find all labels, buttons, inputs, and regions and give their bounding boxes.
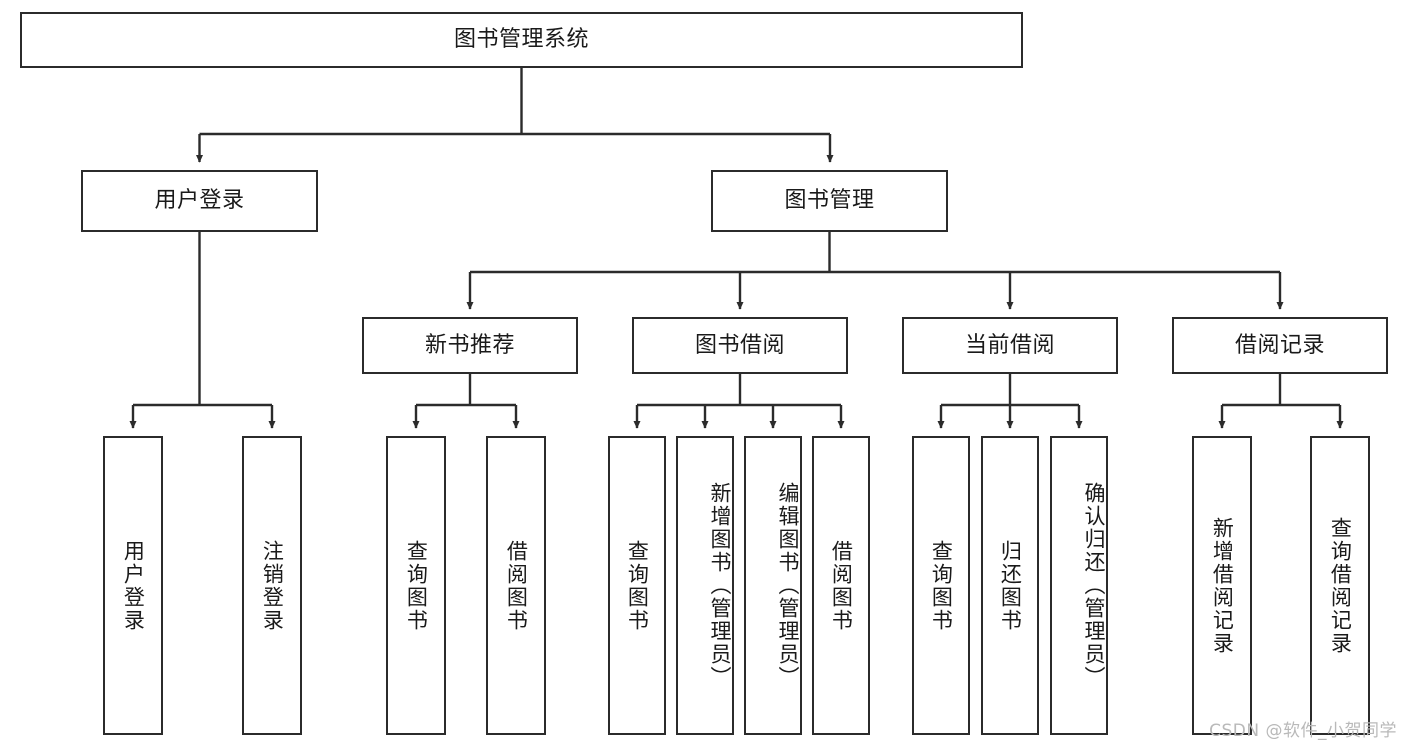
node-leaf-logout-login-label: 注销登录 [260, 539, 285, 632]
node-leaf-logout-login[interactable]: 注销登录 [242, 436, 302, 735]
node-leaf-return-book[interactable]: 归还图书 [981, 436, 1039, 735]
node-new-book-recommend[interactable]: 新书推荐 [362, 317, 578, 374]
node-borrow-record[interactable]: 借阅记录 [1172, 317, 1388, 374]
node-leaf-confirm-return-admin-label: 确认归还（管理员） [1082, 482, 1106, 689]
node-book-management[interactable]: 图书管理 [711, 170, 948, 232]
node-leaf-add-borrow-record-label: 新增借阅记录 [1210, 516, 1235, 655]
node-leaf-query-book-recommend-label: 查询图书 [404, 539, 429, 632]
node-book-management-label: 图书管理 [784, 188, 875, 214]
node-leaf-query-book-recommend[interactable]: 查询图书 [386, 436, 446, 735]
node-leaf-user-login-label: 用户登录 [121, 539, 146, 632]
node-leaf-borrow-book-recommend-label: 借阅图书 [504, 539, 529, 632]
node-root[interactable]: 图书管理系统 [20, 12, 1023, 68]
node-leaf-query-book-borrow-label: 查询图书 [625, 539, 650, 632]
node-leaf-query-book-borrow[interactable]: 查询图书 [608, 436, 666, 735]
node-root-label: 图书管理系统 [453, 27, 589, 53]
node-leaf-query-book-current-label: 查询图书 [929, 539, 954, 632]
node-user-login-label: 用户登录 [154, 188, 245, 214]
node-leaf-confirm-return-admin[interactable]: 确认归还（管理员） [1050, 436, 1108, 735]
node-leaf-query-borrow-record-label: 查询借阅记录 [1328, 516, 1353, 655]
node-leaf-query-book-current[interactable]: 查询图书 [912, 436, 970, 735]
node-book-borrow-label: 图书借阅 [694, 332, 785, 358]
node-leaf-add-book-admin[interactable]: 新增图书（管理员） [676, 436, 734, 735]
node-leaf-borrow-book-recommend[interactable]: 借阅图书 [486, 436, 546, 735]
node-leaf-borrow-book-label: 借阅图书 [829, 539, 854, 632]
node-leaf-borrow-book[interactable]: 借阅图书 [812, 436, 870, 735]
node-leaf-user-login[interactable]: 用户登录 [103, 436, 163, 735]
node-book-borrow[interactable]: 图书借阅 [632, 317, 848, 374]
node-leaf-query-borrow-record[interactable]: 查询借阅记录 [1310, 436, 1370, 735]
node-leaf-add-borrow-record[interactable]: 新增借阅记录 [1192, 436, 1252, 735]
node-leaf-edit-book-admin-label: 编辑图书（管理员） [776, 482, 800, 689]
node-leaf-edit-book-admin[interactable]: 编辑图书（管理员） [744, 436, 802, 735]
node-current-borrow-label: 当前借阅 [964, 332, 1055, 358]
node-current-borrow[interactable]: 当前借阅 [902, 317, 1118, 374]
node-borrow-record-label: 借阅记录 [1234, 332, 1325, 358]
node-user-login[interactable]: 用户登录 [81, 170, 318, 232]
node-new-book-recommend-label: 新书推荐 [424, 332, 515, 358]
node-leaf-add-book-admin-label: 新增图书（管理员） [708, 482, 732, 689]
node-leaf-return-book-label: 归还图书 [998, 539, 1023, 632]
